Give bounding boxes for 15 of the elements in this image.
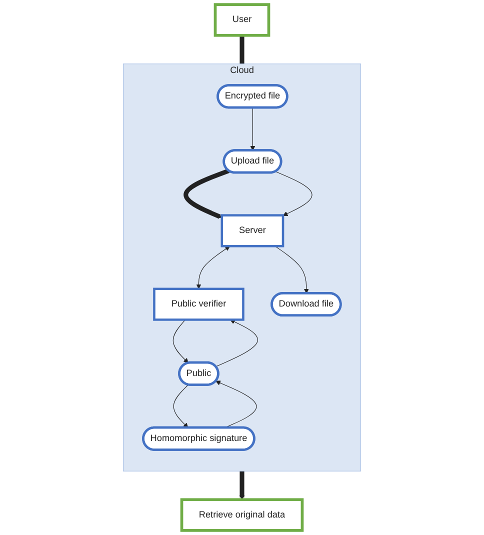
arrow <box>240 471 244 500</box>
arrow <box>173 384 189 428</box>
arrow <box>184 168 230 219</box>
arrow <box>216 319 258 367</box>
arrow <box>250 108 256 151</box>
node-box: User <box>214 3 270 37</box>
arrow <box>216 380 257 428</box>
node-box: Retrieve original data <box>180 498 304 532</box>
node-box: Server <box>220 214 284 248</box>
node-box: Public verifier <box>153 288 244 321</box>
arrow <box>172 319 189 364</box>
connector <box>240 35 244 64</box>
arrow <box>196 246 230 290</box>
arrow <box>275 171 312 216</box>
arrow <box>274 246 309 294</box>
